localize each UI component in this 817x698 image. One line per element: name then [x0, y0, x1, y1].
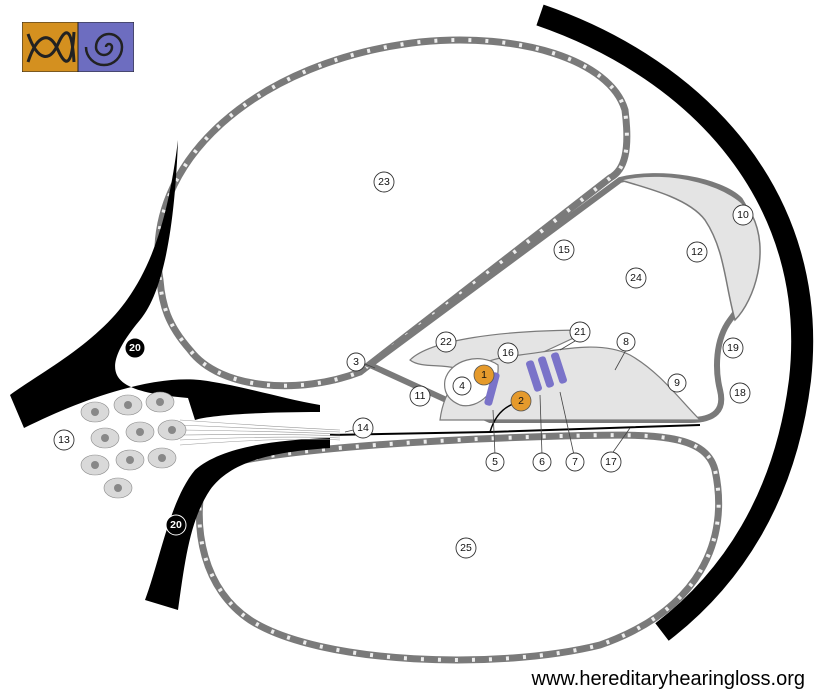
svg-text:10: 10: [737, 209, 749, 221]
svg-text:8: 8: [623, 336, 629, 348]
svg-text:5: 5: [492, 456, 498, 468]
label-16: 16: [498, 343, 518, 363]
svg-text:9: 9: [674, 377, 680, 389]
svg-text:20: 20: [170, 519, 182, 531]
label-23: 23: [374, 172, 394, 192]
label-12: 12: [687, 242, 707, 262]
svg-text:7: 7: [572, 456, 578, 468]
svg-text:19: 19: [727, 342, 739, 354]
svg-text:17: 17: [605, 456, 617, 468]
label-8: 8: [617, 333, 635, 351]
label-11: 11: [410, 386, 430, 406]
label-2-text: 2: [518, 395, 524, 407]
label-20-upper: 20: [125, 338, 145, 358]
svg-text:18: 18: [734, 387, 746, 399]
label-2: 2: [518, 395, 524, 407]
label-19: 19: [723, 338, 743, 358]
svg-text:16: 16: [502, 347, 514, 359]
label-10: 10: [733, 205, 753, 225]
svg-text:3: 3: [353, 356, 359, 368]
label-15: 15: [554, 240, 574, 260]
svg-text:24: 24: [630, 272, 642, 284]
label-5: 5: [486, 453, 504, 471]
label-1: 1: [481, 369, 487, 381]
svg-text:6: 6: [539, 456, 545, 468]
svg-text:25: 25: [460, 542, 472, 554]
label-6: 6: [533, 453, 551, 471]
label-1-text: 1: [481, 369, 487, 381]
label-21: 21: [570, 322, 590, 342]
label-14: 14: [353, 418, 373, 438]
label-13: 13: [54, 430, 74, 450]
svg-text:13: 13: [58, 434, 70, 446]
label-20-lower: 20: [166, 515, 186, 535]
label-9: 9: [668, 374, 686, 392]
svg-text:14: 14: [357, 422, 369, 434]
svg-text:22: 22: [440, 336, 452, 348]
svg-text:23: 23: [378, 176, 390, 188]
svg-text:20: 20: [129, 342, 141, 354]
label-18: 18: [730, 383, 750, 403]
spiral-ganglion-cells: [81, 392, 186, 498]
label-7: 7: [566, 453, 584, 471]
label-24: 24: [626, 268, 646, 288]
svg-text:12: 12: [691, 246, 703, 258]
label-3: 3: [347, 353, 365, 371]
label-22: 22: [436, 332, 456, 352]
svg-text:21: 21: [574, 326, 586, 338]
label-17: 17: [601, 452, 621, 472]
website-url: www.hereditaryhearingloss.org: [460, 668, 805, 691]
label-25: 25: [456, 538, 476, 558]
svg-text:4: 4: [459, 380, 465, 392]
svg-text:11: 11: [415, 390, 426, 402]
svg-text:15: 15: [558, 244, 570, 256]
label-4: 4: [453, 377, 471, 395]
